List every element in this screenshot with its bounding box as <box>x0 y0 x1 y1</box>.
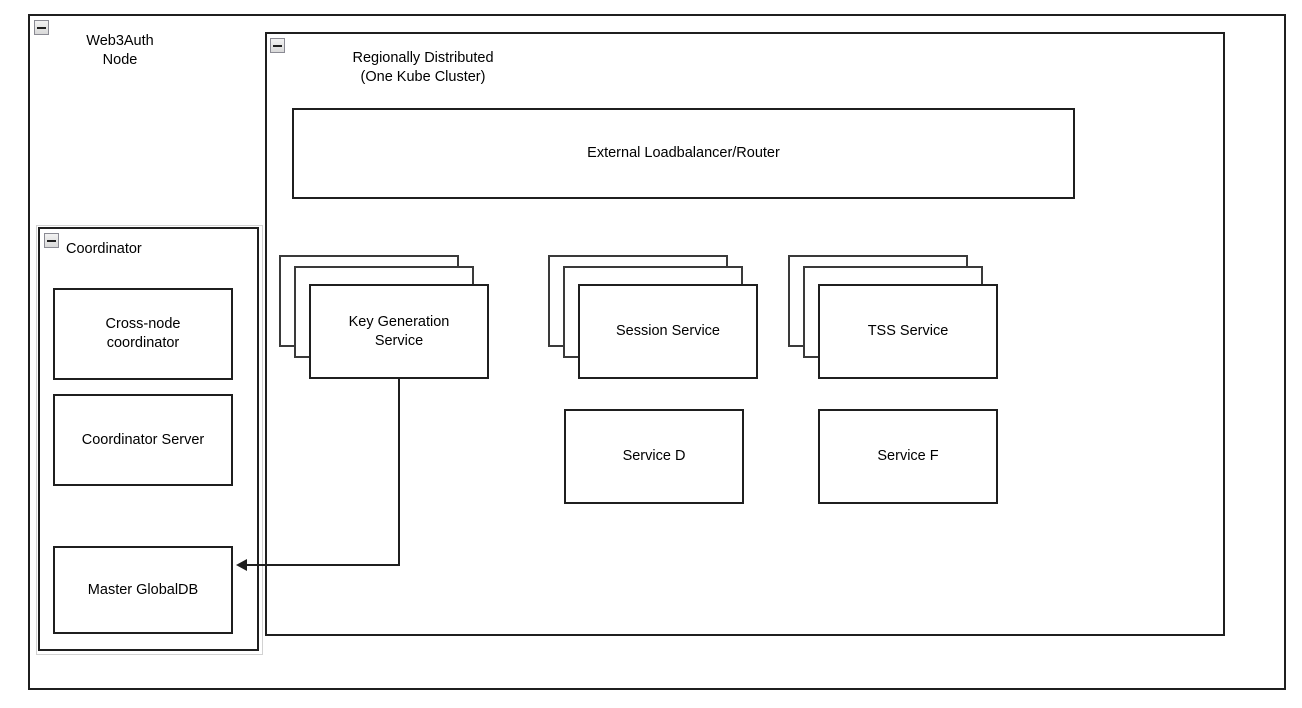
cross-node-coordinator-label: Cross-node coordinator <box>105 316 181 351</box>
master-globaldb-box[interactable]: Master GlobalDB <box>53 546 233 634</box>
connector-vertical-segment <box>398 379 400 566</box>
service-d-box[interactable]: Service D <box>564 409 744 504</box>
service-d-label: Service D <box>622 448 686 464</box>
key-generation-service-box[interactable]: Key Generation Service <box>309 284 489 379</box>
coordinator-server-label: Coordinator Server <box>81 431 205 448</box>
external-loadbalancer-router-box[interactable]: External Loadbalancer/Router <box>292 108 1075 199</box>
tss-service-label: TSS Service <box>867 323 949 339</box>
coordinator-server-box[interactable]: Coordinator Server <box>53 394 233 486</box>
session-service-label: Session Service <box>616 323 720 339</box>
regionally-distributed-collapse-minus-icon[interactable] <box>270 38 285 53</box>
web3auth-node-label: Web3Auth Node <box>86 33 154 68</box>
tss-service-box[interactable]: TSS Service <box>818 284 998 379</box>
cross-node-coordinator-box[interactable]: Cross-node coordinator <box>53 288 233 380</box>
connector-horizontal-segment <box>245 564 400 566</box>
external-loadbalancer-router-label: External Loadbalancer/Router <box>587 145 780 161</box>
web3auth-node-collapse-minus-icon[interactable] <box>34 20 49 35</box>
key-generation-service-label: Key Generation Service <box>348 313 450 349</box>
coordinator-collapse-minus-icon[interactable] <box>44 233 59 248</box>
session-service-box[interactable]: Session Service <box>578 284 758 379</box>
regionally-distributed-label: Regionally Distributed (One Kube Cluster… <box>352 50 494 85</box>
service-f-label: Service F <box>877 448 939 464</box>
service-f-box[interactable]: Service F <box>818 409 998 504</box>
coordinator-label: Coordinator <box>66 241 142 257</box>
connector-left-arrowhead-icon <box>236 559 247 571</box>
master-globaldb-label: Master GlobalDB <box>87 581 199 598</box>
